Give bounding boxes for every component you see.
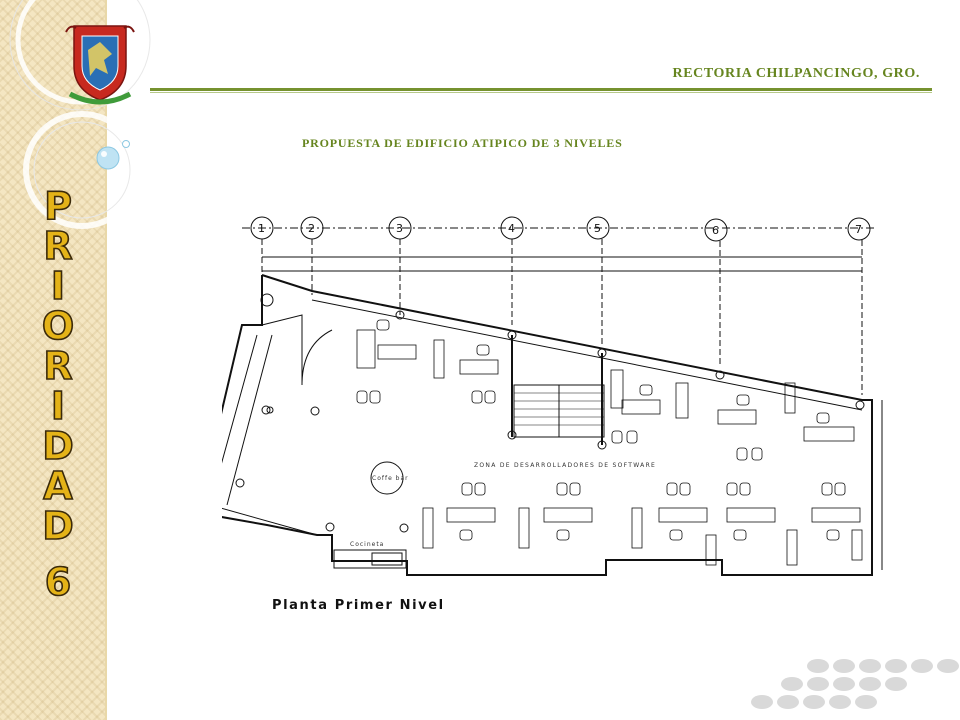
vertical-letter: D xyxy=(41,504,74,548)
vertical-letter: R xyxy=(43,344,74,388)
room-coffee-bar-label: Coffe bar xyxy=(372,475,409,482)
axis-labels: 1 2 3 4 5 6 7 xyxy=(258,222,862,237)
vertical-letter: I xyxy=(50,264,66,308)
decorative-dots xyxy=(751,659,959,709)
header-divider xyxy=(150,88,932,91)
axis-markers xyxy=(242,216,877,242)
vertical-letter: O xyxy=(41,304,75,348)
proposal-title: PROPUESTA DE EDIFICIO ATIPICO DE 3 NIVEL… xyxy=(302,136,623,150)
vertical-letter: D xyxy=(41,424,74,468)
university-shield-logo xyxy=(65,25,135,105)
axis-label: 5 xyxy=(594,222,601,235)
room-cocineta-label: Cocineta xyxy=(350,541,384,548)
vertical-letter: I xyxy=(50,384,66,428)
zone-label: ZONA DE DESARROLLADORES DE SOFTWARE xyxy=(474,462,656,469)
axis-label: 6 xyxy=(712,224,719,237)
header-divider-thin xyxy=(150,92,932,93)
axis-label: 7 xyxy=(855,223,862,236)
axis-label: 2 xyxy=(308,222,315,235)
priority-number: 6 xyxy=(44,560,72,604)
axis-label: 1 xyxy=(258,222,265,235)
institution-title: RECTORIA CHILPANCINGO, GRO. xyxy=(672,66,920,81)
vertical-letter: A xyxy=(42,464,73,508)
vertical-letter: P xyxy=(43,184,72,228)
vertical-letter: R xyxy=(43,224,74,268)
plan-title: Planta Primer Nivel xyxy=(272,598,445,613)
axis-label: 3 xyxy=(396,222,403,235)
floor-plan: 1 2 3 4 5 6 7 ZONA DE DESARROLLADORES DE… xyxy=(222,216,883,576)
axis-label: 4 xyxy=(508,222,515,235)
vertical-title-priority: P R I O R I D A D xyxy=(30,184,86,548)
